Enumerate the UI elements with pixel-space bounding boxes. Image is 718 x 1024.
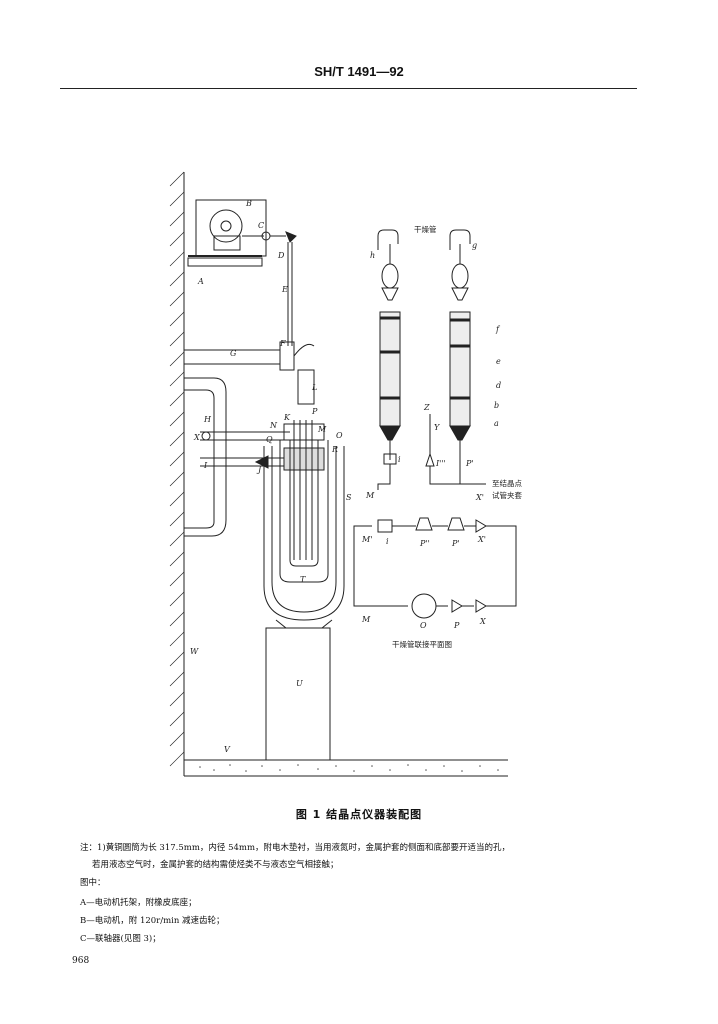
label-X-plan: X (479, 617, 486, 626)
label-I: I (203, 461, 208, 470)
plan-view-diagram (353, 517, 517, 619)
label-G: G (230, 349, 237, 358)
label-d: d (496, 381, 501, 390)
label-P-double-prime: P'' (419, 539, 430, 548)
crystal-point-label-1: 至结晶点 (492, 478, 522, 488)
plan-view-title: 干燥管联接平面图 (392, 639, 452, 649)
label-H: H (203, 415, 212, 424)
label-M-prime: M' (361, 535, 372, 544)
label-P-prime-plan: P' (451, 539, 460, 548)
label-W: W (190, 647, 199, 656)
label-E: E (281, 285, 288, 294)
apparatus-figure: B C D A E F G L H X I J K P N M O Q R S … (169, 171, 522, 777)
label-f: f (495, 325, 501, 334)
drying-tube-right (425, 229, 486, 485)
label-i: i (398, 455, 401, 464)
label-K: K (283, 413, 291, 422)
dewar-flask (263, 446, 345, 621)
label-F: F (279, 339, 286, 348)
label-a: a (494, 419, 499, 428)
label-T: T (300, 575, 306, 584)
label-L: L (311, 383, 317, 392)
label-g: g (472, 241, 477, 250)
note-1-continued: 若用液态空气时，金属护套的结构需使烃类不与液态空气相接触； (92, 860, 339, 870)
crystal-tube-assembly (279, 420, 329, 583)
label-O: O (336, 431, 343, 440)
label-Y: Y (434, 423, 440, 432)
drying-tube-left (377, 229, 401, 490)
pipe-manifold (184, 377, 290, 537)
stand-base (265, 619, 333, 761)
label-O-plan: O (420, 621, 427, 630)
label-P: P (311, 407, 318, 416)
label-P-prime: P' (465, 459, 474, 468)
crystal-point-label-2: 试管夹套 (492, 490, 522, 500)
header-rule (60, 88, 637, 89)
label-U: U (296, 679, 303, 688)
label-h: h (370, 251, 375, 260)
label-Q: Q (266, 435, 273, 444)
legend-item-C: C—联轴器(见图 3)； (80, 934, 161, 944)
label-X-prime-plan: X' (477, 535, 486, 544)
label-V: V (224, 745, 231, 754)
label-i-plan: i (386, 537, 389, 546)
label-M-plan: M (361, 615, 371, 624)
label-X-prime-top: X' (475, 493, 484, 502)
label-A: A (197, 277, 204, 286)
label-C: C (258, 221, 264, 230)
note-1: 注：1)黄铜圆筒为长 317.5mm，内径 54mm，附电木垫衬，当用液氮时，金… (80, 843, 511, 853)
label-J: J (256, 465, 262, 474)
support-rod (184, 341, 315, 405)
label-N: N (269, 421, 278, 430)
motor-assembly (187, 199, 286, 267)
drying-tube-title: 干燥管 (414, 224, 437, 234)
label-M: M (317, 425, 327, 434)
label-M-drying: M (365, 491, 375, 500)
label-B: B (245, 199, 252, 208)
legend-item-A: A—电动机托架，附橡皮底座； (80, 898, 197, 908)
page-header-standard-code: SH/T 1491—92 (314, 64, 404, 79)
floor (184, 759, 508, 777)
stirrer-rod (285, 231, 297, 346)
label-X: X (193, 433, 200, 442)
legend-title: 图中： (80, 878, 106, 888)
label-S: S (346, 493, 352, 502)
label-I-triple-prime: I''' (435, 459, 446, 468)
label-R: R (331, 445, 338, 454)
label-P-plan: P (453, 621, 460, 630)
label-e: e (496, 357, 501, 366)
page-number: 968 (72, 956, 90, 966)
label-b: b (494, 401, 499, 410)
label-D: D (277, 251, 285, 260)
label-Z: Z (423, 403, 430, 412)
wall (169, 171, 185, 776)
legend-item-B: B—电动机，附 120r/min 减速齿轮； (80, 916, 225, 926)
figure-caption: 图 1 结晶点仪器装配图 (295, 808, 423, 821)
